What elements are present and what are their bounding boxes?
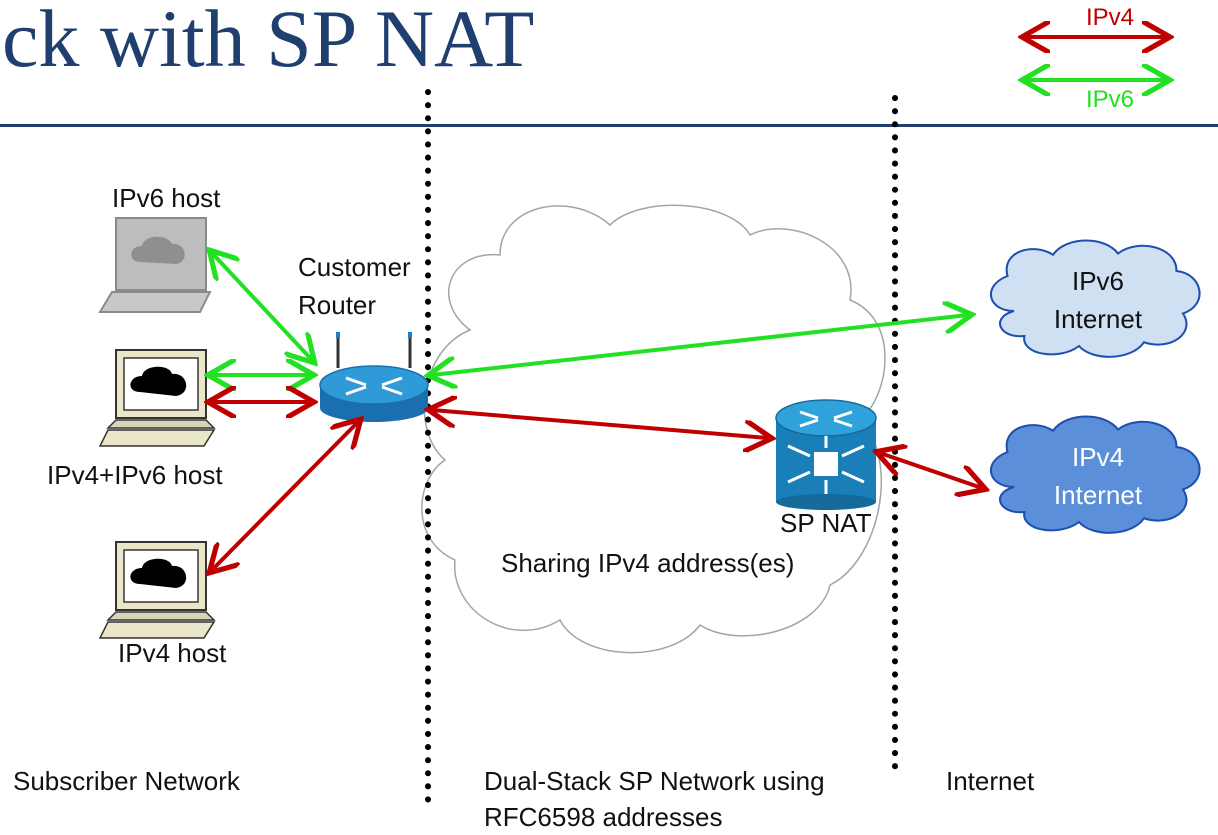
ipv4-internet-label-line2: Internet [1053, 480, 1143, 510]
ipv6-internet-cloud [989, 239, 1201, 358]
ipv6-host-label: IPv6 host [112, 183, 221, 213]
arrow-router-spnat [432, 410, 768, 438]
customer-router-icon [319, 332, 429, 422]
zone-sp-label-line2: RFC6598 addresses [484, 802, 723, 832]
arrow-spnat-ipv4-internet [880, 453, 982, 488]
customer-router-label-line2: Router [298, 290, 377, 320]
arrow-ipv4-host-router [212, 422, 358, 570]
ipv4-internet-cloud [989, 415, 1201, 534]
ipv6-internet-label-line2: Internet [1053, 304, 1143, 334]
ipv4-internet-label-line1: IPv4 [1071, 442, 1125, 472]
dual-host-label: IPv4+IPv6 host [47, 460, 223, 490]
dual-host-icon [98, 349, 216, 447]
zone-subscriber-label: Subscriber Network [13, 766, 240, 796]
zone-internet-label: Internet [946, 766, 1035, 796]
zone-sp-label-line1: Dual-Stack SP Network using [484, 766, 825, 796]
sp-nat-sharing-label: Sharing IPv4 address(es) [501, 548, 795, 578]
ipv4-host-icon [98, 541, 216, 639]
legend-ipv6-label: IPv6 [1086, 86, 1135, 113]
title-rule [0, 124, 1218, 127]
sp-nat-icon [775, 399, 877, 510]
customer-router-label-line1: Customer [298, 252, 411, 282]
arrow-ipv6-host-router [212, 253, 312, 360]
ipv4-host-label: IPv4 host [118, 638, 227, 668]
legend-ipv4-label: IPv4 [1086, 4, 1135, 31]
arrow-router-ipv6-internet [432, 315, 968, 375]
ipv6-internet-label-line1: IPv6 [1071, 266, 1125, 296]
slide-title: ck with SP NAT [2, 0, 535, 84]
ipv6-host-icon [98, 217, 212, 313]
sp-nat-label: SP NAT [780, 508, 872, 538]
